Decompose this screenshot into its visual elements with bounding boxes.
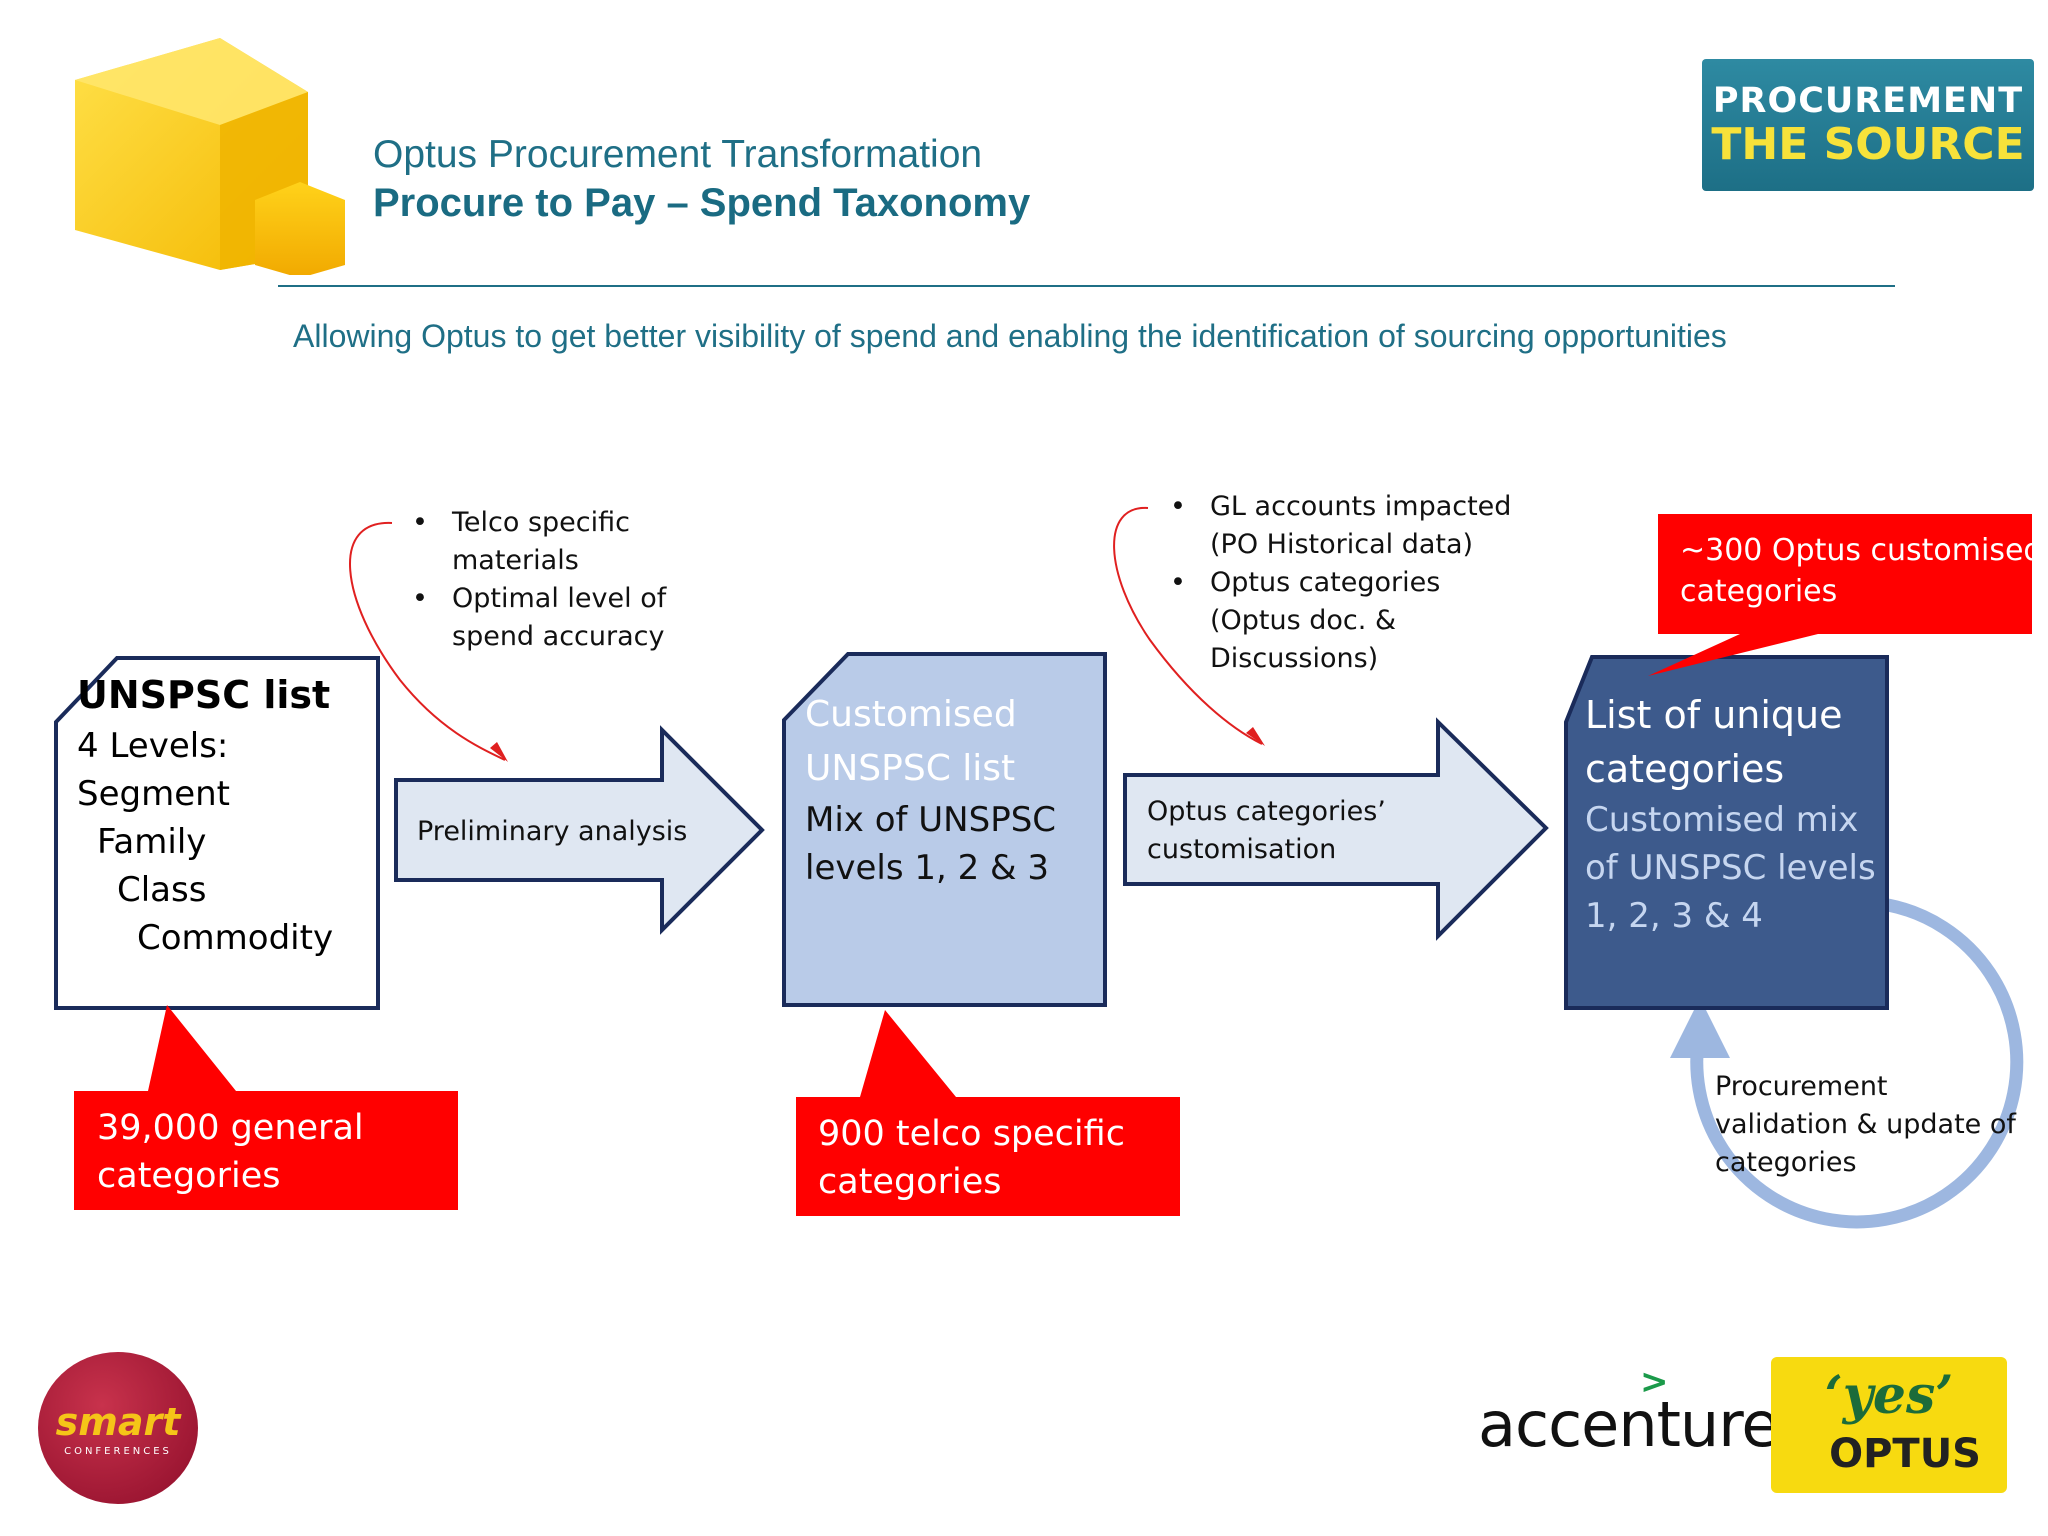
callout-line: 39,000 general xyxy=(97,1108,364,1148)
unique-categories-title-1: List of unique xyxy=(1585,693,1843,737)
note-connector-2-head xyxy=(1246,727,1265,746)
note-gl-accounts: GL accounts impacted (PO Historical data… xyxy=(1170,488,1511,564)
customised-list-body-2: levels 1, 2 & 3 xyxy=(805,848,1050,888)
page-subtitle: Procure to Pay – Spend Taxonomy xyxy=(373,181,1031,225)
smart-logo-text: smart xyxy=(55,1400,181,1444)
tagline: Allowing Optus to get better visibility … xyxy=(293,318,1727,354)
note-connector-1 xyxy=(349,521,506,761)
level-segment: Segment xyxy=(77,774,230,814)
logo-line-2: THE SOURCE xyxy=(1711,119,2025,170)
callout-line: categories xyxy=(97,1156,281,1196)
note-line: Optus categories xyxy=(1210,567,1441,598)
callout-line: categories xyxy=(818,1162,1002,1202)
callout-300-text: ~300 Optus customised categories xyxy=(1680,530,2042,612)
doc-unique-categories xyxy=(1564,655,1889,1010)
note-line: (Optus doc. & xyxy=(1210,605,1396,636)
note-line: Optimal level of xyxy=(452,583,667,614)
doc-unspsc-list xyxy=(54,656,380,1010)
unique-categories-body-1: Customised mix xyxy=(1585,800,1859,840)
level-family: Family xyxy=(97,822,207,862)
unique-categories-text: List of unique categories Customised mix… xyxy=(1585,688,1876,940)
arrow-1-notes: Telco specific materials Optimal level o… xyxy=(412,504,666,656)
unspsc-list-title: UNSPSC list xyxy=(77,673,331,717)
accenture-logo: accenture xyxy=(1478,1388,1779,1461)
unique-categories-title-2: categories xyxy=(1585,747,1785,791)
callout-39000 xyxy=(74,1005,458,1210)
customised-list-title-2: UNSPSC list xyxy=(805,748,1016,789)
logo-line-1: PROCUREMENT xyxy=(1712,81,2024,121)
callout-line: 900 telco specific xyxy=(818,1114,1125,1154)
loop-arrow xyxy=(1690,898,2024,1229)
note-optus-categories: Optus categories (Optus doc. & Discussio… xyxy=(1170,564,1511,678)
customised-list-body-1: Mix of UNSPSC xyxy=(805,800,1057,840)
loop-arrowhead xyxy=(1670,998,1730,1058)
callout-39000-text: 39,000 general categories xyxy=(97,1104,364,1200)
arrow-categories-customisation xyxy=(1123,717,1549,941)
loop-label-line: Procurement xyxy=(1715,1071,1888,1102)
callout-line: ~300 Optus customised xyxy=(1680,533,2043,568)
loop-label-line: categories xyxy=(1715,1147,1857,1178)
unique-categories-body-2: of UNSPSC levels xyxy=(1585,848,1876,888)
note-line: (PO Historical data) xyxy=(1210,529,1474,560)
callout-300 xyxy=(1648,514,2032,676)
level-commodity: Commodity xyxy=(137,918,334,958)
customised-list-text: Customised UNSPSC list Mix of UNSPSC lev… xyxy=(805,688,1056,892)
note-connector-1-head xyxy=(490,742,508,762)
levels-label: 4 Levels: xyxy=(77,726,229,766)
note-line: Telco specific xyxy=(452,507,630,538)
smart-conferences-logo: smart CONFERENCES xyxy=(38,1352,198,1504)
page-title: Optus Procurement Transformation xyxy=(373,133,983,176)
note-line: Discussions) xyxy=(1210,643,1379,674)
note-telco-materials: Telco specific materials xyxy=(412,504,666,580)
note-line: GL accounts impacted xyxy=(1210,491,1512,522)
optus-yes-text: ‘yes’ xyxy=(1824,1365,1954,1426)
unique-categories-body-3: 1, 2, 3 & 4 xyxy=(1585,896,1763,936)
accenture-chevron-icon: > xyxy=(1640,1362,1669,1402)
arrow-2-label-line-2: customisation xyxy=(1147,834,1337,865)
note-line: spend accuracy xyxy=(452,621,665,652)
callout-900-text: 900 telco specific categories xyxy=(818,1110,1125,1206)
doc-customised-list xyxy=(782,652,1107,1007)
optus-logo: ‘yes’ OPTUS xyxy=(1771,1357,2007,1493)
note-line: materials xyxy=(452,545,579,576)
customised-list-title-1: Customised xyxy=(805,694,1017,735)
note-spend-accuracy: Optimal level of spend accuracy xyxy=(412,580,666,656)
arrow-2-notes: GL accounts impacted (PO Historical data… xyxy=(1170,488,1511,678)
smart-logo-subtext: CONFERENCES xyxy=(64,1446,172,1457)
unspsc-list-text: UNSPSC list 4 Levels: Segment Family Cla… xyxy=(77,668,333,962)
note-connector-2 xyxy=(1113,506,1263,745)
arrow-2-label: Optus categories’ customisation xyxy=(1147,793,1386,869)
cube-graphic xyxy=(75,38,345,275)
callout-line: categories xyxy=(1680,574,1838,609)
loop-label: Procurement validation & update of categ… xyxy=(1715,1068,2016,1182)
arrow-preliminary-analysis xyxy=(394,725,765,935)
loop-label-line: validation & update of xyxy=(1715,1109,2016,1140)
arrow-1-label: Preliminary analysis xyxy=(417,816,688,847)
arrow-2-label-line-1: Optus categories’ xyxy=(1147,796,1386,827)
optus-name-text: OPTUS xyxy=(1829,1431,1981,1477)
level-class: Class xyxy=(117,870,207,910)
procurement-the-source-logo: PROCUREMENT THE SOURCE xyxy=(1702,59,2034,191)
header-divider xyxy=(278,285,1895,287)
callout-900 xyxy=(796,1010,1180,1216)
